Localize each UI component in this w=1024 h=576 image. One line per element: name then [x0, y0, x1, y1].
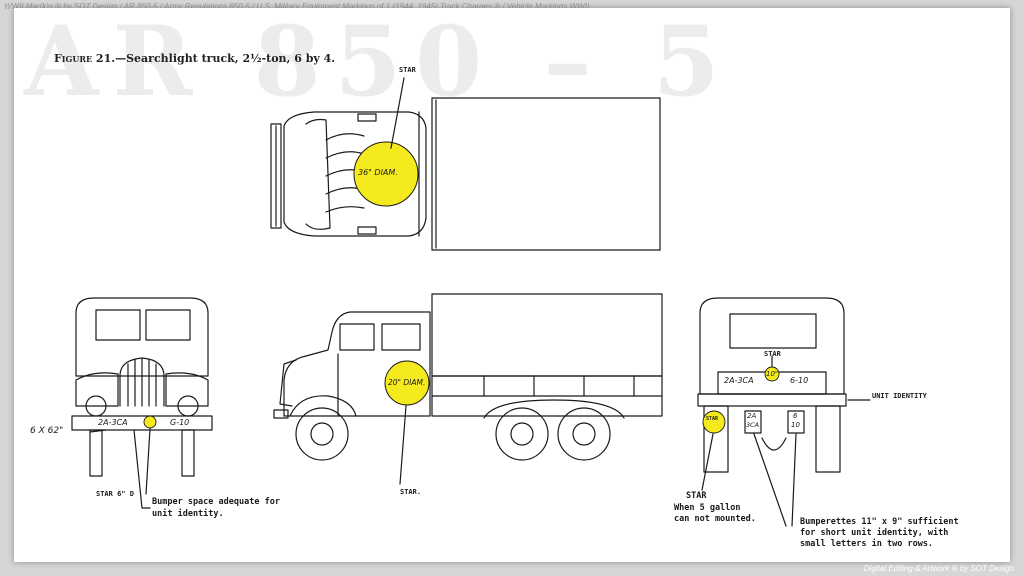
rear-bumperette-right: [787, 410, 805, 434]
top-credit: WWII Mar(k)s ® by SOT Design / AR 850-5 …: [4, 2, 590, 11]
front-bumper: [71, 415, 213, 431]
side-rear-wheel-1: [495, 407, 549, 461]
top-star-leader: [390, 77, 405, 149]
top-star-label: STAR: [399, 66, 416, 74]
rear-star-note-line-1: STAR: [686, 491, 707, 501]
bumperettes-note-line-2: for short unit identity, with: [800, 528, 949, 538]
side-star-leader: [399, 405, 407, 485]
front-view: [71, 297, 213, 509]
truck-drawing: [71, 77, 871, 527]
top-star-size: 36" DIAM.: [358, 168, 398, 177]
rear-tailgate-id-left: 2A-3CA: [724, 376, 754, 385]
figure-number: Figure 21.: [54, 52, 116, 65]
rear-plate-left-top: 2A: [747, 412, 757, 420]
rear-view: [697, 297, 871, 527]
figure-caption: Figure 21.—Searchlight truck, 2½-ton, 6 …: [54, 52, 335, 65]
front-bumper-id-right: G-10: [170, 418, 190, 427]
rear-tailgate-id-right: 6-10: [790, 376, 809, 385]
rear-tarp: [699, 297, 845, 395]
side-star-size: 20" DIAM.: [388, 378, 426, 387]
side-star-circle: [384, 360, 430, 406]
side-star-label: STAR.: [400, 488, 422, 496]
document-sheet: AR 850 – 5 Figure 21.—Searchlight truck,…: [14, 8, 1010, 562]
watermark: AR 850 – 5: [24, 8, 734, 118]
front-cab: [75, 297, 209, 377]
bumper-note-line-2: unit identity.: [152, 509, 224, 519]
rear-small-star-label: STAR: [706, 416, 719, 422]
top-view: [270, 77, 661, 251]
rear-plate-left-bottom: 3CA: [746, 421, 760, 429]
figure-title: —Searchlight truck, 2½-ton, 6 by 4.: [115, 52, 336, 65]
bumperettes-note-line-3: small letters in two rows.: [800, 539, 934, 549]
rear-star-size: 10": [766, 370, 779, 378]
top-cab: [283, 111, 427, 237]
side-cab: [283, 311, 431, 417]
rear-unit-identity-label: UNIT IDENTITY: [872, 392, 927, 400]
rear-star-circle-lower: [702, 410, 726, 434]
front-size-label: 6 X 62": [30, 426, 64, 436]
top-cargo-body: [431, 97, 661, 251]
side-front-wheel: [295, 407, 349, 461]
bumper-note-line-1: Bumper space adequate for: [152, 497, 280, 507]
top-bumper: [270, 123, 282, 229]
rear-bumper: [697, 393, 847, 407]
rear-star-circle-upper: [764, 366, 780, 382]
front-star-circle: [143, 415, 157, 429]
rear-star-note-line-2: When 5 gallon: [674, 503, 741, 513]
rear-plate-right-bottom: 10: [791, 421, 800, 429]
side-rear-wheel-2: [557, 407, 611, 461]
side-view: [273, 293, 663, 485]
rear-bumperette-left: [744, 410, 762, 434]
bumperettes-note-line-1: Bumperettes 11" x 9" sufficient: [800, 517, 959, 527]
side-cargo-cover: [431, 293, 663, 377]
rear-plate-right-top: 6: [793, 412, 798, 420]
rear-star-note-line-3: can not mounted.: [674, 514, 756, 524]
top-star-circle: [353, 141, 419, 207]
rear-star-label: STAR: [764, 350, 781, 358]
bottom-credit: Digital Editing & Artwork ® by SOT Desig…: [863, 564, 1014, 573]
front-star-label: STAR 6" D: [96, 490, 134, 498]
front-grille: [119, 357, 165, 407]
front-bumper-id-left: 2A-3CA: [98, 418, 128, 427]
